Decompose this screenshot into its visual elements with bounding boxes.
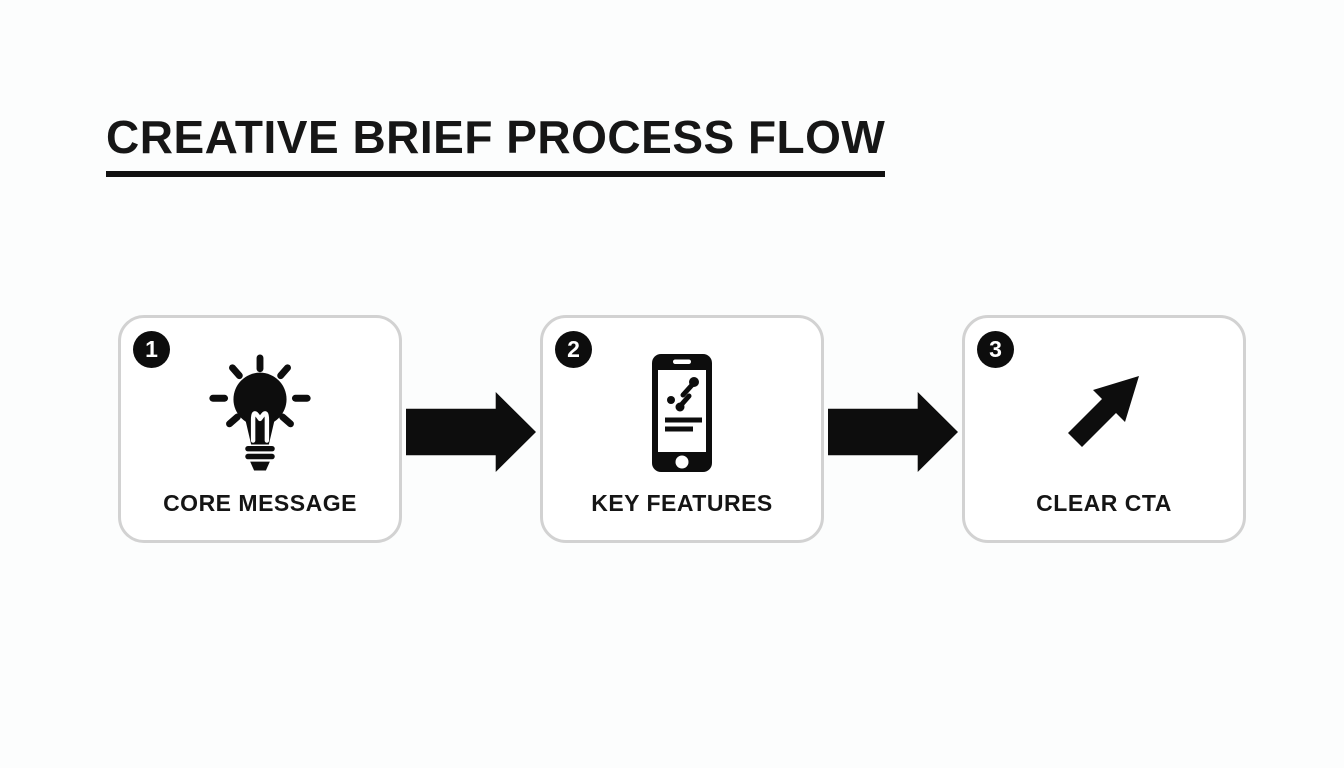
step-label: CLEAR CTA xyxy=(1036,490,1172,516)
connector-2 xyxy=(824,315,962,543)
step-box-key-features: 2 xyxy=(540,315,824,543)
step-label: CORE MESSAGE xyxy=(163,490,357,516)
page-title: CREATIVE BRIEF PROCESS FLOW xyxy=(106,111,886,163)
smartphone-features-icon xyxy=(543,350,821,476)
right-block-arrow-icon xyxy=(406,392,536,472)
step-number-badge: 3 xyxy=(977,331,1014,368)
step-number-badge: 2 xyxy=(555,331,592,368)
step-box-core-message: 1 xyxy=(118,315,402,543)
growth-arrow-icon xyxy=(965,350,1243,476)
process-flow: 1 xyxy=(118,315,1246,543)
step-box-clear-cta: 3 CLEAR CTA xyxy=(962,315,1246,543)
page-title-block: CREATIVE BRIEF PROCESS FLOW xyxy=(106,111,886,177)
step-label: KEY FEATURES xyxy=(591,490,773,516)
connector-1 xyxy=(402,315,540,543)
step-number-badge: 1 xyxy=(133,331,170,368)
right-block-arrow-icon xyxy=(828,392,958,472)
lightbulb-idea-icon xyxy=(121,350,399,476)
